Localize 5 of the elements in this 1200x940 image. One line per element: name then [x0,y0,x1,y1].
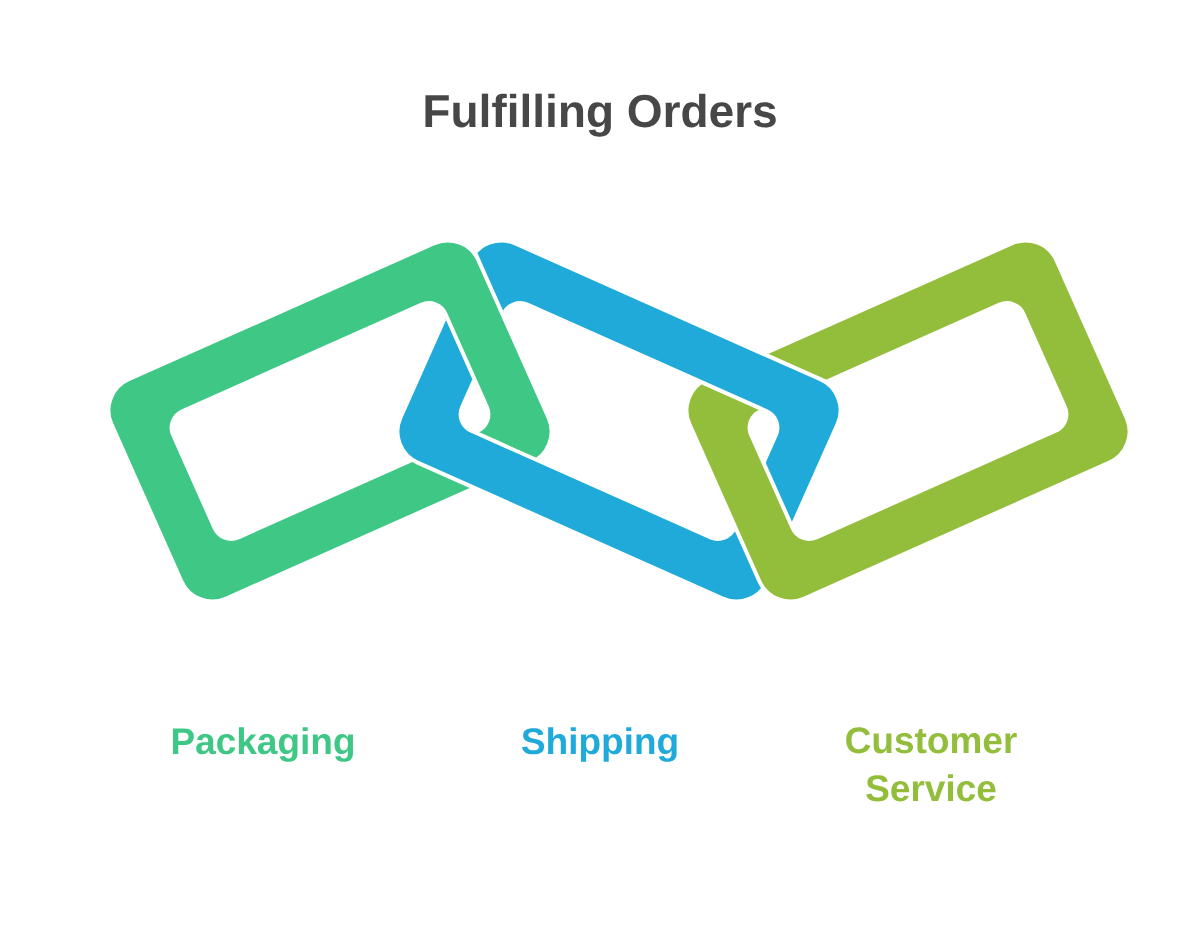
link-label: Packaging [172,727,354,762]
title: Fulfilling Orders [425,93,776,137]
link-label: Shipping [521,727,677,762]
chain-link [684,238,1132,604]
link-label: Customer Service [846,727,1017,802]
